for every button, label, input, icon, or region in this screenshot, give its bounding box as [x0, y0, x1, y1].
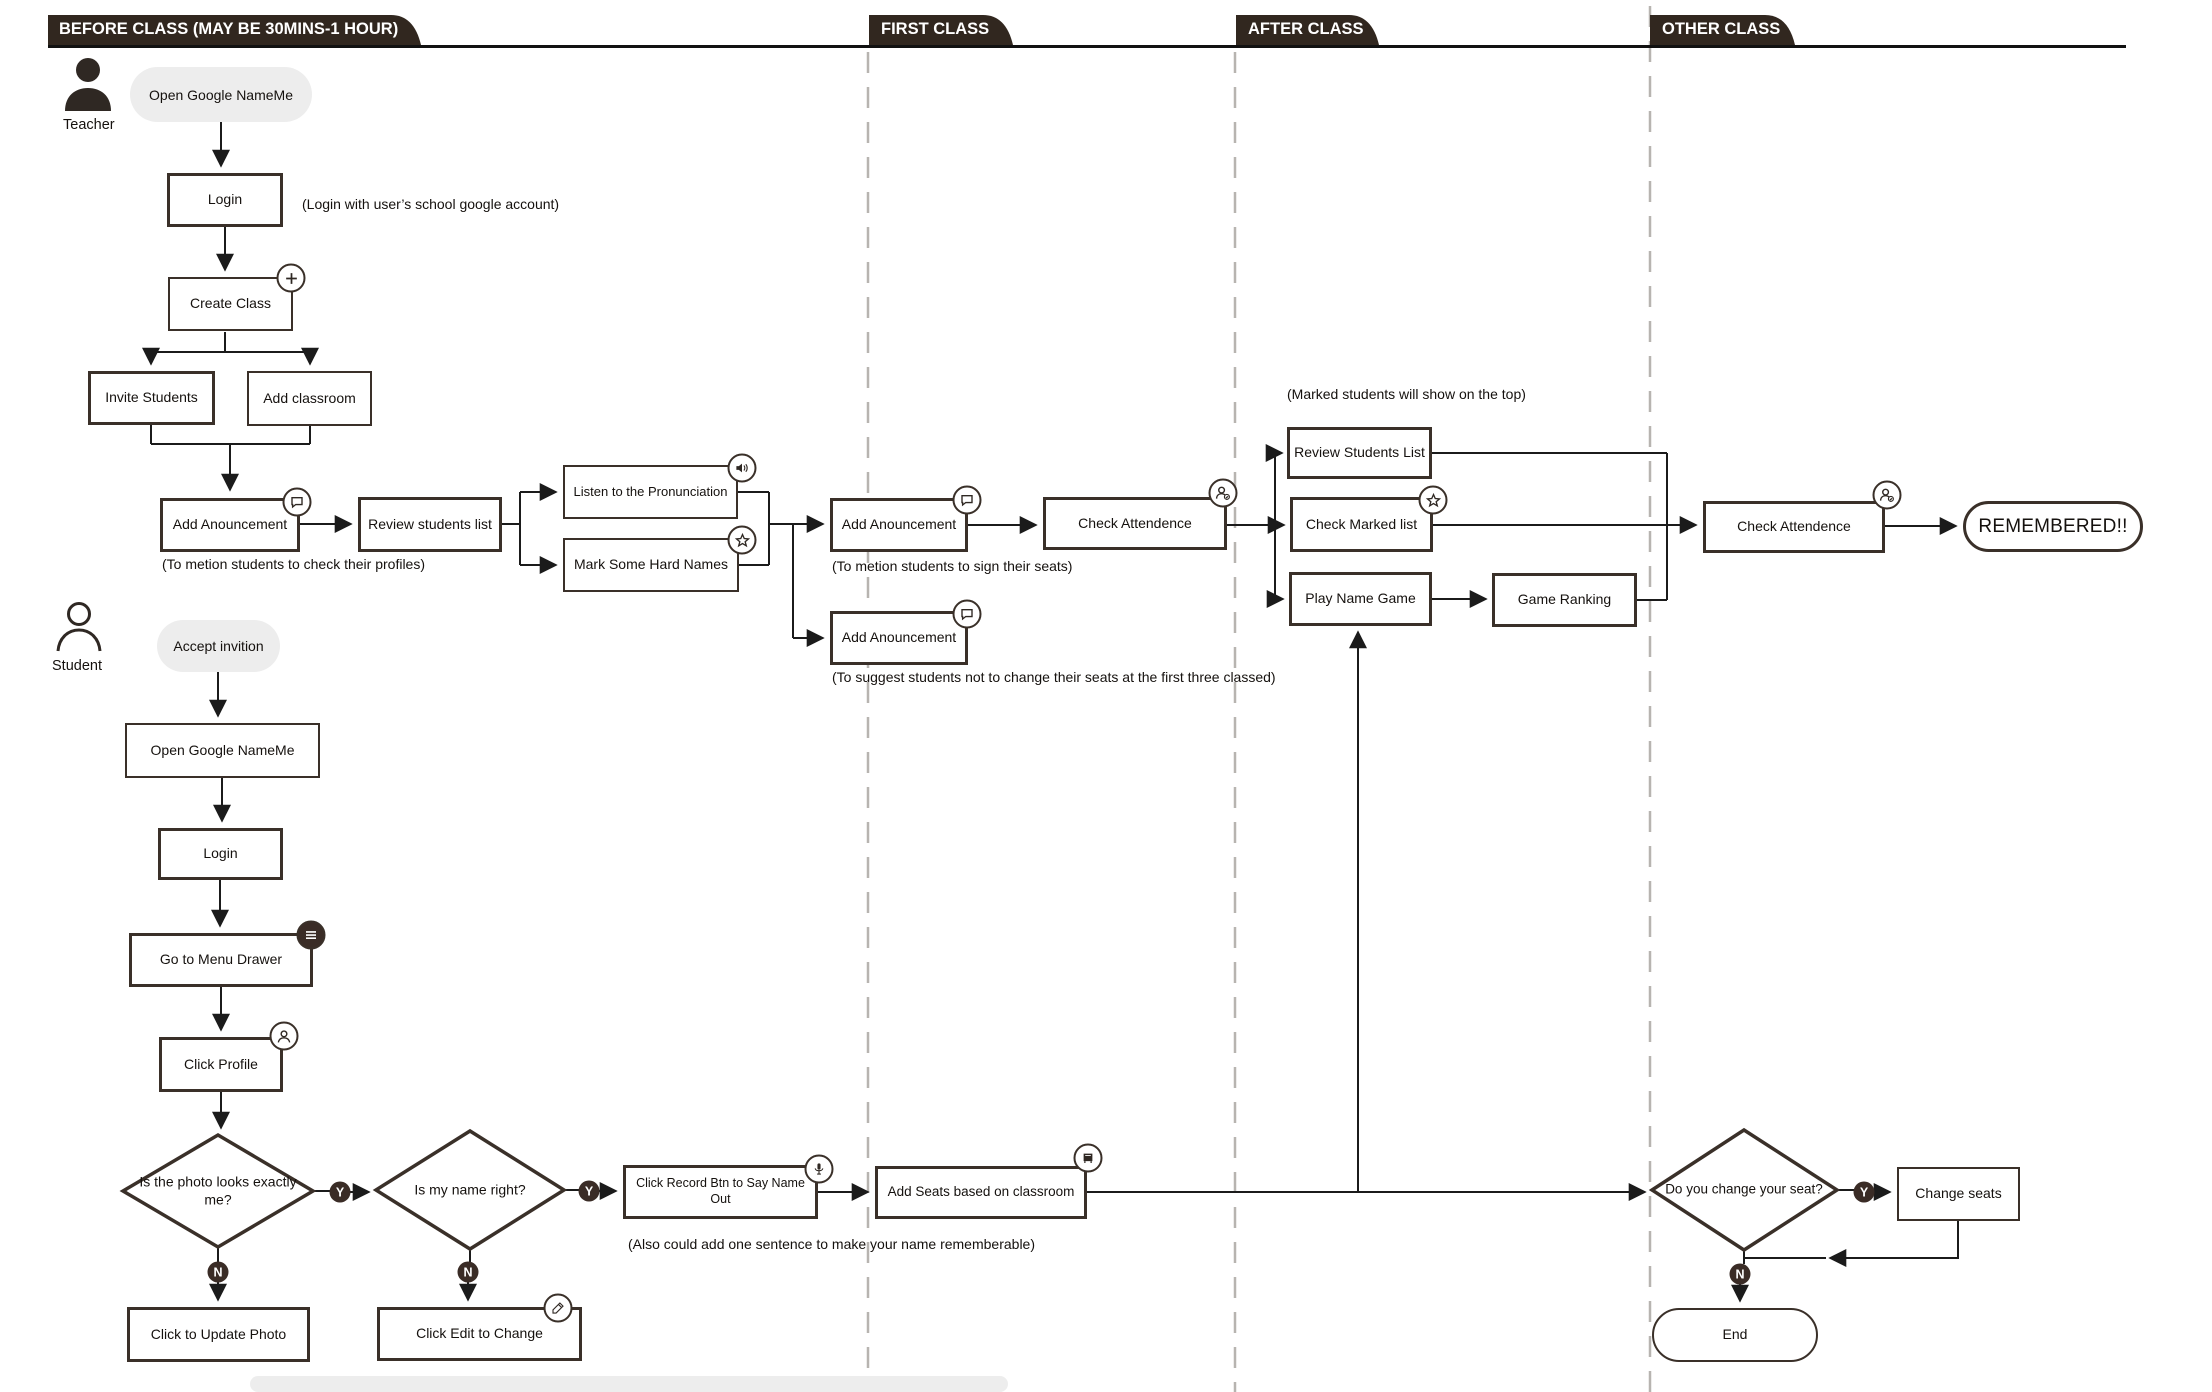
swimlane-dividers: [866, 6, 1652, 1392]
check-attendance1-box: Check Attendence: [1043, 497, 1227, 550]
lane-tab-before-class: BEFORE CLASS (MAY BE 30MINS-1 HOUR): [59, 20, 399, 38]
phase-tabs: [48, 15, 1795, 45]
announcement1-note: (To metion students to check their profi…: [162, 556, 426, 572]
plus-icon: [276, 263, 306, 293]
add-announcement2-box: Add Anouncement: [830, 498, 968, 552]
end-terminal: End: [1652, 1308, 1818, 1362]
create-class-box: Create Class: [168, 277, 293, 331]
announcement3-note: (To suggest students not to change their…: [832, 669, 1276, 685]
play-name-game-box: Play Name Game: [1289, 572, 1432, 626]
no-badge-name: N: [457, 1261, 479, 1283]
update-photo-box: Click to Update Photo: [127, 1307, 310, 1362]
no-badge-photo: N: [207, 1261, 229, 1283]
lane-tab-after-class: AFTER CLASS: [1248, 20, 1364, 38]
connector-arrows: [142, 122, 1959, 1303]
bottom-scroll-strip: [250, 1376, 1008, 1392]
add-classroom-box: Add classroom: [247, 371, 372, 426]
pencil-icon: [543, 1293, 573, 1323]
teacher-start-pill: Open Google NameMe: [130, 67, 312, 122]
hamburger-icon: [296, 920, 326, 950]
teacher-label: Teacher: [63, 117, 115, 133]
seat-decision-text: Do you change your seat?: [1665, 1181, 1823, 1197]
star-icon: [1418, 485, 1448, 515]
remembered-terminal: REMEMBERED!!: [1963, 501, 2143, 552]
lane-tab-first-class: FIRST CLASS: [881, 20, 990, 38]
login-note: (Login with user’s school google account…: [302, 196, 560, 212]
student-label: Student: [52, 658, 102, 674]
speech-bubble-icon: [282, 487, 312, 517]
user-check-icon: [1208, 478, 1238, 508]
lane-tab-other-class: OTHER CLASS: [1662, 20, 1781, 38]
speech-bubble-icon: [952, 485, 982, 515]
change-seats-box: Change seats: [1897, 1167, 2020, 1221]
star-icon: [727, 525, 757, 555]
teacher-login-box: Login: [167, 173, 283, 227]
student-open-app-box: Open Google NameMe: [125, 723, 320, 778]
review-students-list2-box: Review Students List: [1287, 427, 1432, 479]
record-note: (Also could add one sentence to make you…: [628, 1236, 1035, 1252]
add-announcement1-box: Add Anouncement: [160, 498, 300, 552]
student-login-box: Login: [158, 828, 283, 880]
no-badge-seat: N: [1729, 1263, 1751, 1285]
user-check-icon: [1872, 480, 1902, 510]
marked-note: (Marked students will show on the top): [1287, 386, 1526, 402]
add-announcement3-box: Add Anouncement: [830, 611, 968, 665]
announcement2-note: (To metion students to sign their seats): [832, 558, 1073, 574]
speech-bubble-icon: [952, 599, 982, 629]
review-students-list-box: Review students list: [358, 497, 502, 552]
invite-students-box: Invite Students: [88, 371, 215, 425]
speaker-icon: [727, 453, 757, 483]
student-start-pill: Accept invition: [157, 620, 280, 672]
click-profile-box: Click Profile: [159, 1037, 283, 1092]
student-icon: [55, 601, 103, 658]
teacher-icon: [62, 57, 114, 117]
record-name-box: Click Record Btn to Say Name Out: [623, 1165, 818, 1219]
game-ranking-box: Game Ranking: [1492, 573, 1637, 627]
add-seats-box: Add Seats based on classroom: [875, 1166, 1087, 1219]
name-decision-text: Is my name right?: [414, 1181, 526, 1198]
listen-pronunciation-box: Listen to the Pronunciation: [563, 465, 738, 519]
check-marked-list-box: Check Marked list: [1290, 497, 1433, 552]
yes-badge-seat: Y: [1853, 1181, 1875, 1203]
connector-lines: [150, 332, 1855, 1264]
menu-drawer-box: Go to Menu Drawer: [129, 933, 313, 987]
yes-badge-name: Y: [578, 1180, 600, 1202]
yes-badge-photo: Y: [329, 1181, 351, 1203]
microphone-icon: [804, 1154, 834, 1184]
photo-decision-text: Is the photo looks exactly me?: [139, 1173, 297, 1208]
check-attendance2-box: Check Attendence: [1703, 501, 1885, 553]
decision-diamonds: [119, 1127, 1841, 1253]
seat-icon: [1073, 1143, 1103, 1173]
mark-hard-names-box: Mark Some Hard Names: [563, 538, 739, 592]
profile-icon: [269, 1021, 299, 1051]
